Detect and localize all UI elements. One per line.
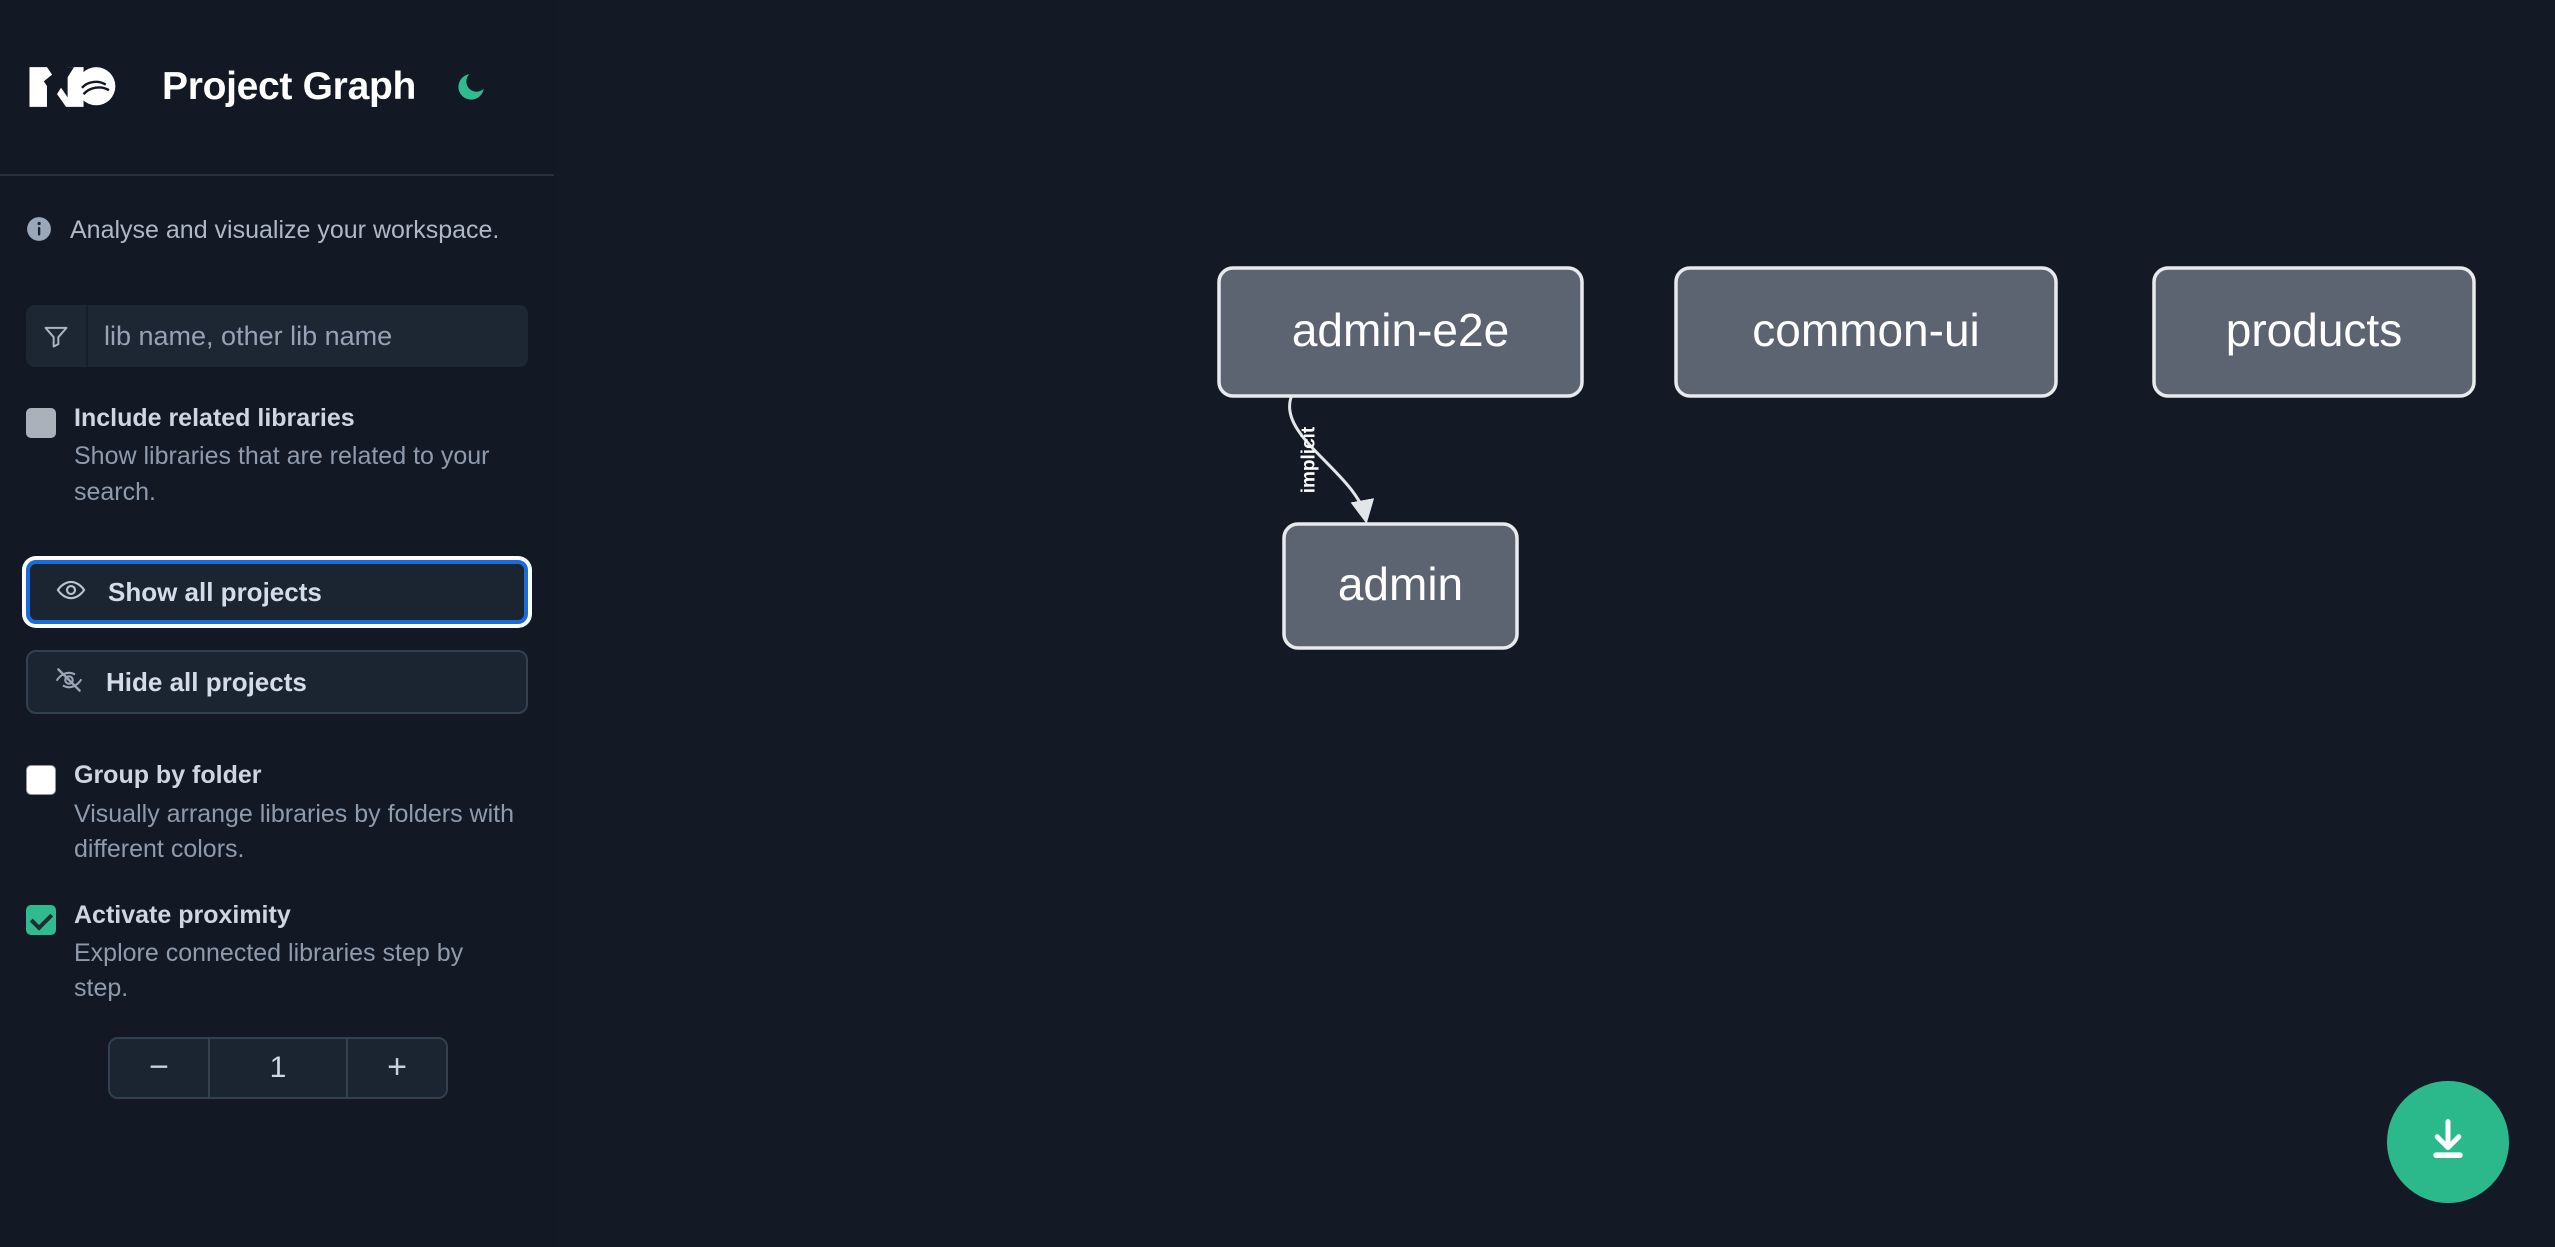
- proximity-decrement-button[interactable]: −: [110, 1038, 210, 1097]
- group-by-folder-checkbox[interactable]: [26, 765, 56, 796]
- include-related-libraries-description: Show libraries that are related to your …: [74, 442, 490, 506]
- filter-search-bar[interactable]: [26, 305, 528, 367]
- moon-icon[interactable]: [450, 66, 492, 108]
- spacer-1: [0, 510, 554, 560]
- show-all-projects-button[interactable]: Show all projects: [26, 560, 528, 625]
- download-icon: [2422, 1114, 2474, 1171]
- hide-all-projects-button[interactable]: Hide all projects: [26, 650, 528, 715]
- activate-proximity-checkbox[interactable]: [26, 904, 56, 935]
- node-label: common-ui: [1752, 304, 1980, 356]
- workspace-description: Analyse and visualize your workspace.: [0, 176, 554, 247]
- spacer-3: [0, 714, 554, 760]
- node-label: products: [2226, 304, 2402, 356]
- search-input[interactable]: [88, 305, 528, 367]
- proximity-stepper[interactable]: − 1 +: [108, 1036, 448, 1099]
- proximity-value: 1: [210, 1038, 346, 1097]
- sidebar-header: Project Graph: [0, 0, 554, 176]
- proximity-increment-button[interactable]: +: [346, 1038, 446, 1097]
- spacer-2: [0, 624, 554, 650]
- node-box[interactable]: [1217, 266, 1584, 398]
- graph-edges: implicitimplicit: [1288, 395, 1375, 524]
- page-title: Project Graph: [162, 65, 416, 108]
- spacer-4: [0, 868, 554, 900]
- hide-all-projects-label: Hide all projects: [106, 666, 307, 697]
- group-by-folder-description: Visually arrange libraries by folders wi…: [74, 799, 515, 864]
- description-text: Analyse and visualize your workspace.: [70, 216, 500, 244]
- eye-icon: [56, 575, 86, 610]
- graph-edge[interactable]: implicit: [1288, 395, 1375, 524]
- option-group-by-folder[interactable]: Group by folder Visually arrange librari…: [0, 760, 554, 867]
- include-related-libraries-checkbox[interactable]: [26, 408, 56, 438]
- include-related-libraries-label: Include related libraries: [74, 404, 355, 432]
- graph-canvas[interactable]: implicitimplicit admin-e2e common-ui produ…: [554, 0, 2555, 1247]
- spacer-5: [0, 1007, 554, 1037]
- graph-node-admin[interactable]: admin: [1282, 522, 1519, 650]
- graph-node-products[interactable]: products: [2152, 266, 2476, 398]
- download-image-button[interactable]: [2387, 1081, 2509, 1203]
- graph-node-common-ui[interactable]: common-ui: [1674, 266, 2058, 398]
- graph-node-admin-e2e[interactable]: admin-e2e: [1217, 266, 1584, 398]
- option-include-related-libraries[interactable]: Include related libraries Show libraries…: [0, 403, 554, 510]
- group-by-folder-label: Group by folder: [74, 761, 262, 790]
- project-graph-svg: implicitimplicit admin-e2ecommon-uiprodu…: [1217, 266, 2476, 650]
- node-box[interactable]: [2152, 266, 2476, 398]
- option-activate-proximity[interactable]: Activate proximity Explore connected lib…: [0, 900, 554, 1007]
- eye-off-icon: [54, 665, 84, 700]
- node-box[interactable]: [1674, 266, 2058, 398]
- sidebar: Project Graph Analyse and visualize your…: [0, 0, 554, 1247]
- funnel-icon: [26, 305, 88, 367]
- node-label: admin-e2e: [1292, 304, 1509, 356]
- show-all-projects-label: Show all projects: [108, 576, 322, 607]
- node-label: admin: [1338, 558, 1463, 610]
- graph-nodes: admin-e2ecommon-uiproductsstore-e2eadmin…: [1217, 266, 2476, 650]
- info-icon: [26, 216, 52, 247]
- activate-proximity-label: Activate proximity: [74, 900, 291, 929]
- edge-label: implicit: [1299, 426, 1320, 493]
- node-box[interactable]: [1282, 522, 1519, 650]
- nx-logo-icon: [26, 56, 122, 118]
- activate-proximity-description: Explore connected libraries step by step…: [74, 938, 464, 1003]
